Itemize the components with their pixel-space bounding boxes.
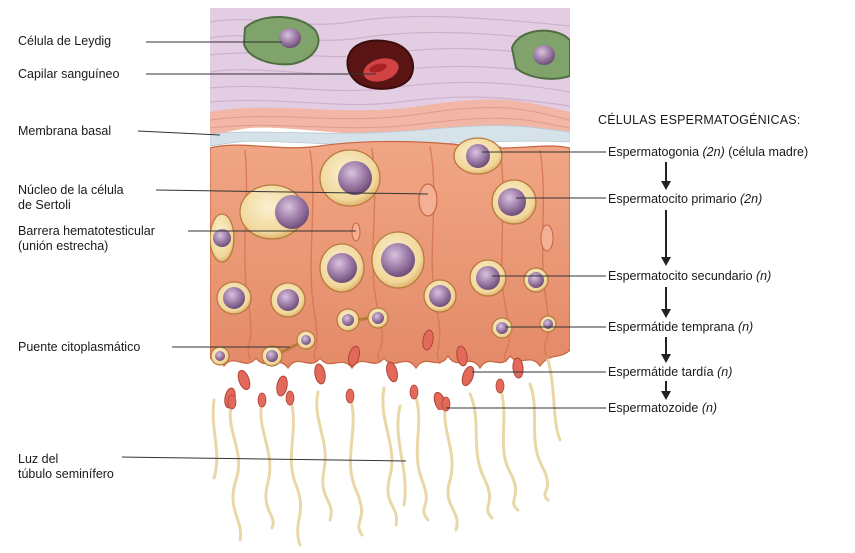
leader-basal-membrane xyxy=(137,130,221,136)
leader-sertoli-nucleus xyxy=(155,189,429,195)
leader-lumen xyxy=(121,456,407,462)
stage-name: Espermatocito secundario xyxy=(608,269,753,283)
stage-name: Espermatozoide xyxy=(608,401,699,415)
sertoli-nucleus xyxy=(418,183,438,217)
spermatogonia xyxy=(239,137,503,240)
label-tubule-lumen: Luz del túbulo seminífero xyxy=(18,452,114,482)
late-spermatids xyxy=(224,329,524,410)
stage-note: (célula madre) xyxy=(728,145,809,159)
label-capillary: Capilar sanguíneo xyxy=(18,67,120,81)
stage-ploidy: (n) xyxy=(717,365,733,379)
leader-lines xyxy=(121,41,606,462)
stage-late-spermatid: Espermátide tardía (n) xyxy=(608,365,732,380)
stage-spermatogonia: Espermatogonia (2n) (célula madre) xyxy=(608,145,808,160)
stage-name: Espermatocito primario xyxy=(608,192,737,206)
label-barrier-line2: (unión estrecha) xyxy=(18,239,109,253)
arrow-down-icon xyxy=(661,381,671,400)
cytoplasmic-bridges xyxy=(281,316,369,354)
label-lumen-line2: túbulo seminífero xyxy=(18,467,114,481)
label-basal-membrane: Membrana basal xyxy=(18,124,112,138)
leydig-cell xyxy=(510,29,570,80)
secondary-spermatocytes xyxy=(216,259,549,318)
stage-ploidy: (n) xyxy=(756,269,772,283)
label-cytoplasmic-bridge: Puente citoplasmático xyxy=(18,340,141,354)
leydig-cell xyxy=(242,16,320,66)
spermatozoa-heads xyxy=(227,378,505,412)
stage-secondary-spermatocyte: Espermatocito secundario (n) xyxy=(608,269,771,284)
stage-name: Espermatogonia xyxy=(608,145,700,159)
tissue-illustration xyxy=(210,8,570,547)
arrow-down-icon xyxy=(661,210,671,266)
label-sertoli-nucleus-line1: Núcleo de la célula xyxy=(18,183,124,197)
stage-primary-spermatocyte: Espermatocito primario (2n) xyxy=(608,192,762,207)
label-sertoli-nucleus: Núcleo de la célula de Sertoli xyxy=(18,183,124,213)
arrow-down-icon xyxy=(661,337,671,363)
stage-arrows xyxy=(661,162,671,400)
stage-ploidy: (2n) xyxy=(740,192,763,206)
arrow-down-icon xyxy=(661,287,671,318)
stage-ploidy: (n) xyxy=(701,401,718,415)
label-sertoli-nucleus-line2: de Sertoli xyxy=(18,198,71,212)
germ-cells xyxy=(210,137,557,410)
stage-early-spermatid: Espermátide temprana (n) xyxy=(608,320,753,335)
stage-ploidy: (n) xyxy=(737,320,754,334)
arrow-down-icon xyxy=(661,162,671,190)
spermatogenic-cells-heading: CÉLULAS ESPERMATOGÉNICAS: xyxy=(598,113,801,127)
primary-spermatocytes xyxy=(210,149,537,293)
sperm-tails xyxy=(211,358,562,547)
stage-spermatozoon: Espermatozoide (n) xyxy=(608,401,717,416)
stage-ploidy: (2n) xyxy=(702,145,725,159)
label-blood-testis-barrier: Barrera hematotesticular (unión estrecha… xyxy=(18,224,155,254)
label-barrier-line1: Barrera hematotesticular xyxy=(18,224,155,238)
early-spermatids xyxy=(210,307,557,367)
stage-name: Espermátide tardía xyxy=(608,365,714,379)
stage-name: Espermátide temprana xyxy=(608,320,735,334)
label-lumen-line1: Luz del xyxy=(18,452,59,466)
blood-capillary xyxy=(346,39,415,90)
label-leydig-cell: Célula de Leydig xyxy=(18,34,112,48)
